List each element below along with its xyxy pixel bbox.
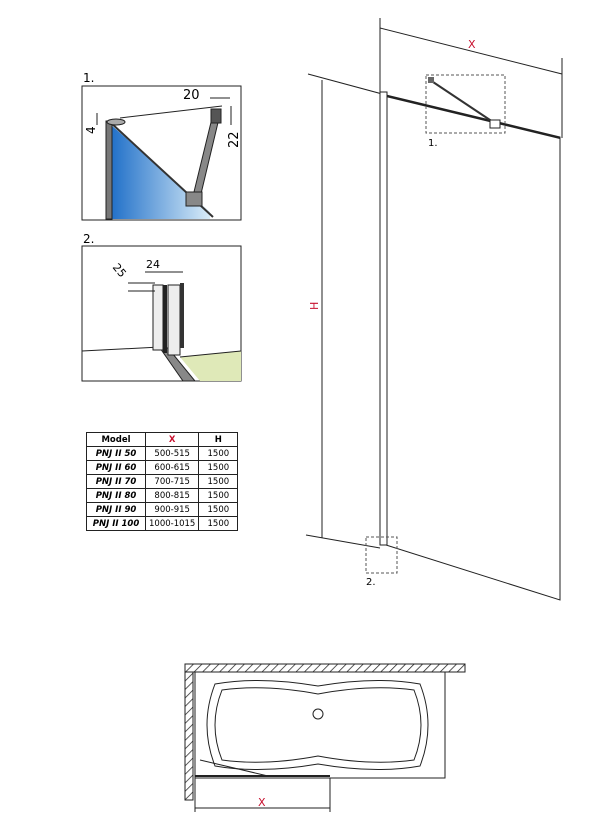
header-model: Model (86, 432, 146, 447)
floor (180, 351, 241, 381)
glass-panel (110, 124, 210, 219)
table-header: Model X H (86, 432, 239, 447)
cell-x: 600-615 (144, 460, 200, 475)
dim-24: 24 (146, 258, 160, 271)
cell-h: 1500 (198, 460, 239, 475)
header-h: H (198, 432, 239, 447)
cell-model: PNJ II 80 (86, 488, 146, 503)
cell-x: 800-815 (144, 488, 200, 503)
cell-h: 1500 (198, 502, 239, 517)
detail-2: 2. 24 25 (81, 232, 242, 382)
wall-left (184, 671, 194, 801)
header-x: X (144, 432, 200, 447)
callout-1-box (425, 74, 506, 134)
cell-x: 900-915 (144, 502, 200, 517)
x-dimension-line (379, 27, 563, 75)
cell-model: PNJ II 90 (86, 502, 146, 517)
cell-model: PNJ II 60 (86, 460, 146, 475)
drain (312, 708, 324, 720)
cell-model: PNJ II 50 (86, 446, 146, 461)
detail-2-label: 2. (83, 232, 94, 246)
dim-20: 20 (183, 88, 200, 103)
dim-22: 22 (227, 131, 242, 148)
plan-x-label: X (258, 796, 266, 809)
glass-panel-outline (385, 94, 561, 601)
cell-h: 1500 (198, 474, 239, 489)
cell-h: 1500 (198, 488, 239, 503)
detail-1: 1. 20 22 4 (81, 71, 242, 221)
plan-view: X (184, 663, 466, 812)
cell-model: PNJ II 100 (86, 516, 146, 531)
dim-4: 4 (84, 126, 98, 134)
x-dimension-label: X (468, 38, 476, 51)
callout-1-label: 1. (428, 138, 438, 149)
callout-2-label: 2. (366, 577, 376, 588)
cell-x: 700-715 (144, 474, 200, 489)
cell-h: 1500 (198, 446, 239, 461)
wall-profile (379, 91, 388, 546)
cell-x: 500-515 (144, 446, 200, 461)
h-dimension-label: H (308, 302, 321, 310)
cell-h: 1500 (198, 516, 239, 531)
cell-model: PNJ II 70 (86, 474, 146, 489)
main-elevation: X H 1. 2. (305, 18, 563, 601)
cell-x: 1000-1015 (144, 516, 200, 531)
wall-top (184, 663, 466, 673)
callout-2-box (365, 536, 398, 574)
detail-1-label: 1. (83, 71, 94, 85)
bathtub (194, 671, 446, 779)
